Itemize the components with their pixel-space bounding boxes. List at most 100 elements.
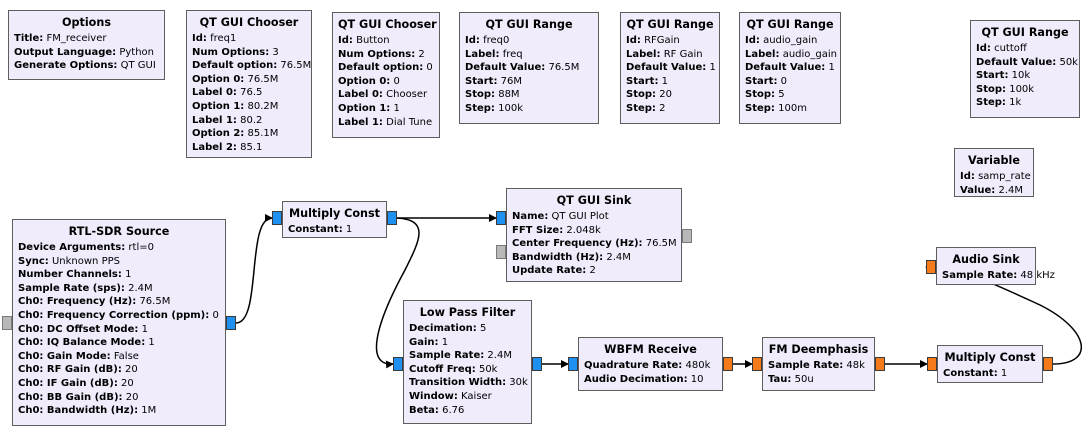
- param-row: Step: 100m: [745, 102, 807, 114]
- block-title: RTL-SDR Source: [68, 225, 170, 238]
- param-row: Device Arguments: rtl=0: [18, 242, 154, 253]
- param-row: Step: 2: [626, 102, 666, 114]
- param-row: Start: 1: [626, 75, 669, 87]
- param-row: Ch0: BB Gain (dB): 20: [18, 391, 139, 403]
- block-title: QT GUI Range: [981, 26, 1069, 39]
- multiply-const-1-block[interactable]: Multiply Const Constant: 1: [282, 201, 387, 238]
- param-row: Ch0: IF Gain (dB): 20: [18, 377, 134, 389]
- audio-sink-input-port[interactable]: [926, 260, 936, 274]
- param-row: Update Rate: 2: [512, 265, 596, 277]
- rtl-sdr-disabled-input-port[interactable]: [2, 316, 12, 330]
- param-row: Audio Decimation: 10: [584, 373, 704, 385]
- param-row: Constant: 1: [943, 368, 1008, 379]
- wbfm-receive-input-port[interactable]: [568, 357, 578, 371]
- low-pass-filter-output-port[interactable]: [532, 357, 542, 371]
- param-row: Default Value: 1: [745, 62, 835, 74]
- param-row: Ch0: Bandwidth (Hz): 1M: [18, 405, 157, 417]
- param-row: Sync: Unknown PPS: [18, 255, 120, 267]
- param-row: Option 1: 80.2M: [192, 100, 279, 112]
- multiply-const-2-output-port[interactable]: [1043, 357, 1053, 371]
- low-pass-filter-block[interactable]: Low Pass Filter Decimation: 5 Gain: 1 Sa…: [403, 300, 532, 424]
- qt-gui-sink-disabled-output-port[interactable]: [682, 229, 692, 243]
- param-row: Generate Options: QT GUI: [14, 60, 156, 72]
- param-row: Start: 10k: [976, 70, 1031, 82]
- qt-gui-sink-block[interactable]: QT GUI Sink Name: QT GUI Plot FFT Size: …: [506, 188, 682, 282]
- param-row: Transition Width: 30k: [409, 377, 528, 389]
- param-row: Stop: 88M: [465, 89, 520, 101]
- param-row: Label: freq: [465, 48, 523, 60]
- param-row: FFT Size: 2.048k: [512, 224, 601, 236]
- block-title: QT GUI Range: [485, 18, 573, 31]
- fm-deemphasis-input-port[interactable]: [752, 357, 762, 371]
- wire-rtlsdr-to-multconst1: [235, 214, 273, 324]
- qt-gui-sink-input-port[interactable]: [496, 211, 506, 225]
- block-title: QT GUI Range: [746, 18, 834, 31]
- multiply-const-1-input-port[interactable]: [272, 211, 282, 225]
- param-row: Default Value: 50k: [976, 56, 1078, 68]
- qt-gui-range-freq-block[interactable]: QT GUI Range Id: freq0 Label: freq Defau…: [459, 12, 599, 124]
- wbfm-receive-block[interactable]: WBFM Receive Quadrature Rate: 480k Audio…: [578, 337, 723, 391]
- param-row: Step: 1k: [976, 97, 1022, 109]
- param-row: Bandwidth (Hz): 2.4M: [512, 251, 631, 263]
- block-title: Low Pass Filter: [419, 306, 516, 319]
- block-title: QT GUI Range: [626, 18, 714, 31]
- param-row: Id: freq1: [192, 33, 237, 44]
- options-block[interactable]: Options Title: FM_receiver Output Langua…: [8, 10, 165, 80]
- param-row: Id: samp_rate: [960, 171, 1031, 182]
- fm-deemphasis-block[interactable]: FM Deemphasis Sample Rate: 48k Tau: 50u: [762, 337, 875, 391]
- param-row: Option 1: 1: [338, 102, 400, 114]
- param-row: Id: RFGain: [626, 35, 680, 46]
- qt-gui-chooser-button-block[interactable]: QT GUI Chooser Id: Button Num Options: 2…: [332, 12, 440, 138]
- wbfm-receive-output-port[interactable]: [723, 357, 733, 371]
- rtl-sdr-output-port[interactable]: [226, 316, 236, 330]
- multiply-const-2-input-port[interactable]: [927, 357, 937, 371]
- param-row: Value: 2.4M: [960, 184, 1023, 196]
- fm-deemphasis-output-port[interactable]: [875, 357, 885, 371]
- param-row: Label 0: 76.5: [192, 87, 263, 99]
- qt-gui-range-cutoff-block[interactable]: QT GUI Range Id: cuttoff Default Value: …: [970, 20, 1080, 118]
- qt-gui-range-audio-gain-block[interactable]: QT GUI Range Id: audio_gain Label: audio…: [739, 12, 841, 124]
- block-title: QT GUI Sink: [556, 194, 632, 207]
- qt-gui-range-rfgain-block[interactable]: QT GUI Range Id: RFGain Label: RF Gain D…: [620, 12, 720, 124]
- param-row: Default Value: 1: [626, 62, 716, 74]
- variable-samp-rate-block[interactable]: Variable Id: samp_rate Value: 2.4M: [954, 148, 1034, 197]
- block-title: FM Deemphasis: [768, 343, 869, 356]
- rtl-sdr-source-block[interactable]: RTL-SDR Source Device Arguments: rtl=0 S…: [12, 219, 226, 426]
- multiply-const-2-block[interactable]: Multiply Const Constant: 1: [937, 345, 1043, 383]
- param-row: Default option: 0: [338, 62, 433, 74]
- param-row: Label: RF Gain: [626, 48, 703, 60]
- param-row: Option 2: 85.1M: [192, 128, 279, 140]
- audio-sink-block[interactable]: Audio Sink Sample Rate: 48 kHz: [936, 247, 1055, 285]
- param-row: Sample Rate (sps): 2.4M: [18, 282, 153, 294]
- param-row: Name: QT GUI Plot: [512, 211, 609, 222]
- param-row: Ch0: IQ Balance Mode: 1: [18, 337, 155, 349]
- wire-multconst1-to-lpf: [375, 217, 420, 369]
- block-title: WBFM Receive: [604, 343, 697, 356]
- block-title: Audio Sink: [952, 253, 1020, 266]
- param-row: Option 0: 76.5M: [192, 73, 279, 85]
- param-row: Ch0: DC Offset Mode: 1: [18, 323, 148, 335]
- param-row: Label 1: 80.2: [192, 114, 263, 126]
- block-title: Multiply Const: [288, 207, 380, 220]
- multiply-const-1-output-port[interactable]: [387, 211, 397, 225]
- param-row: Num Options: 2: [338, 48, 425, 60]
- param-row: Label 1: Dial Tune: [338, 116, 433, 128]
- param-row: Constant: 1: [288, 224, 353, 235]
- param-row: Stop: 5: [745, 89, 785, 101]
- param-row: Title: FM_receiver: [14, 33, 107, 44]
- param-row: Default option: 76.5M: [192, 60, 312, 72]
- param-row: Ch0: Frequency Correction (ppm): 0: [18, 309, 219, 321]
- param-row: Ch0: RF Gain (dB): 20: [18, 364, 138, 376]
- low-pass-filter-input-port[interactable]: [393, 357, 403, 371]
- param-row: Start: 76M: [465, 75, 522, 87]
- block-title: Multiply Const: [944, 351, 1036, 364]
- param-row: Label: audio_gain: [745, 48, 837, 60]
- qt-gui-chooser-freq-block[interactable]: QT GUI Chooser Id: freq1 Num Options: 3 …: [186, 10, 312, 158]
- param-row: Id: freq0: [465, 35, 510, 46]
- qt-gui-sink-disabled-input-port[interactable]: [496, 245, 506, 259]
- block-title: QT GUI Chooser: [338, 18, 437, 31]
- param-row: Label 0: Chooser: [338, 89, 428, 101]
- param-row: Window: Kaiser: [409, 390, 492, 402]
- param-row: Number Channels: 1: [18, 269, 132, 281]
